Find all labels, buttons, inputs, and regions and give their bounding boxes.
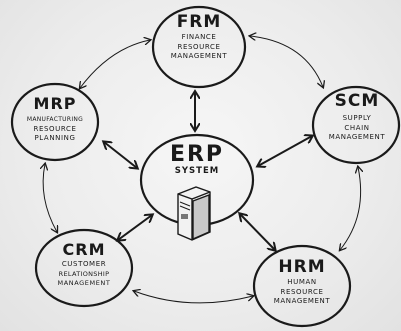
scm-line2: Chain (344, 123, 370, 132)
frm-line2: Resource (177, 42, 221, 51)
arrow-erp-crm (118, 215, 152, 240)
mrp-node: MRP Manufacturing Resource Planning (12, 94, 98, 144)
arrow-frm-scm (250, 36, 323, 87)
hrm-line2: Resource (280, 287, 324, 296)
mrp-line2: Resource (33, 124, 77, 133)
scm-abbr: SCM (334, 91, 380, 111)
crm-line1: Customer (61, 260, 107, 268)
erp-line1: SYSTEM (174, 166, 220, 176)
crm-line3: Management (57, 279, 111, 287)
crm-line2: Relationship (58, 269, 110, 278)
erp-node: ERP SYSTEM (147, 142, 247, 177)
hrm-line3: Management (273, 297, 331, 305)
scm-line1: Supply (342, 114, 372, 122)
scm-node: SCM Supply Chain Management (314, 91, 400, 143)
frm-circle (151, 5, 247, 89)
server-tower-icon (177, 186, 211, 241)
frm-line1: Finance (181, 33, 217, 41)
erp-abbr: ERP (169, 142, 225, 167)
scm-line3: Management (328, 133, 386, 141)
crm-node: CRM Customer Relationship Management (38, 240, 130, 289)
frm-line3: Management (170, 52, 228, 60)
arrow-hrm-crm (134, 291, 253, 304)
arrow-scm-hrm (340, 167, 361, 250)
crm-abbr: CRM (62, 240, 106, 259)
mrp-circle (10, 82, 100, 162)
arrow-crm-mrp (43, 164, 57, 232)
mrp-line3: Planning (34, 134, 76, 142)
frm-abbr: FRM (176, 12, 222, 32)
mrp-abbr: MRP (33, 94, 77, 113)
hrm-circle (252, 244, 352, 328)
arrow-mrp-frm (80, 40, 150, 88)
mrp-line1: Manufacturing (26, 116, 84, 123)
arrow-erp-hrm (240, 214, 275, 250)
hrm-abbr: HRM (278, 257, 326, 277)
hrm-node: HRM Human Resource Management (256, 257, 348, 307)
hrm-line1: Human (287, 278, 317, 286)
arrow-erp-scm (258, 136, 312, 166)
frm-node: FRM Finance Resource Management (154, 12, 244, 62)
scm-circle (311, 85, 401, 165)
crm-circle (34, 228, 134, 308)
arrow-erp-mrp (104, 142, 137, 168)
